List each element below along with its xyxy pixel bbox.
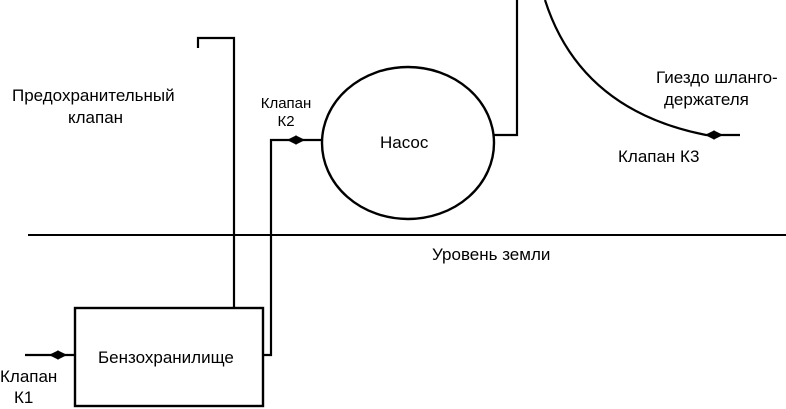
valve-k1-icon [48, 350, 59, 360]
pump-label: Насос [380, 133, 429, 152]
safety-valve-label-line2: клапан [68, 108, 124, 127]
valve-k3-icon [704, 130, 715, 140]
ground-level-label: Уровень земли [432, 245, 551, 264]
hose-curve [543, 0, 740, 137]
safety-valve-pipe [196, 36, 236, 308]
storage-label: Бензохранилище [98, 348, 234, 367]
suction-pipe [263, 138, 322, 357]
valve-k2-label-line1: Клапан [260, 95, 312, 112]
safety-valve-label-line1: Предохранительный [12, 86, 175, 105]
storage-tank [73, 306, 265, 408]
valve-k2-icon [286, 135, 297, 145]
valve-k1-label-line1: Клапан [0, 367, 58, 386]
discharge-pipe [494, 0, 519, 137]
valve-k2-label-line2: К2 [277, 113, 295, 130]
valve-k3-label: Клапан К3 [618, 147, 700, 166]
valve-k3-icon-right [713, 130, 724, 140]
valve-k1-icon-right [57, 350, 68, 360]
valve-k2-icon-right [295, 135, 306, 145]
hose-holder-label-line2: держателя [664, 90, 749, 109]
pump-circle [320, 65, 496, 221]
hose-holder-label-line1: Гиездо шланго- [656, 68, 778, 87]
valve-k1-label-line2: К1 [14, 388, 34, 407]
